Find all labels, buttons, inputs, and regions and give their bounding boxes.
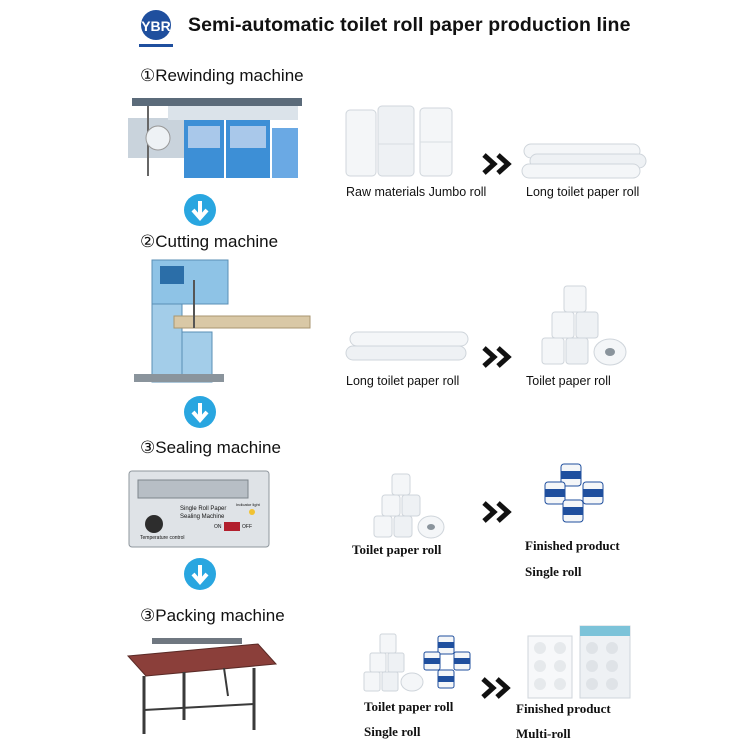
arrow-down-icon bbox=[182, 556, 218, 592]
step-1-input-label: Raw materials Jumbo roll bbox=[346, 185, 487, 199]
machine-text: OFF bbox=[242, 524, 252, 530]
chevron-right-icon bbox=[481, 345, 515, 369]
machine-text: Indicator light bbox=[236, 502, 260, 507]
page-title: Semi-automatic toilet roll paper product… bbox=[188, 14, 631, 36]
logo-text: YBR bbox=[141, 18, 171, 34]
arrow-down-icon bbox=[182, 394, 218, 430]
step-4-input-label-1: Toilet paper roll bbox=[364, 699, 454, 714]
arrow-down-icon bbox=[182, 192, 218, 228]
chevron-right-icon bbox=[480, 676, 514, 700]
toilet-rolls-stack-image bbox=[370, 472, 448, 540]
machine-text: Single Roll Paper bbox=[180, 506, 227, 512]
chevron-right-icon bbox=[481, 152, 515, 176]
step-4-heading: ③Packing machine bbox=[140, 606, 285, 625]
step-2-output-label: Toilet paper roll bbox=[526, 374, 611, 388]
step-4-output-label-1: Finished product bbox=[516, 701, 611, 716]
rolls-and-wrapped-rolls-image bbox=[360, 632, 474, 694]
long-rolls-image bbox=[520, 140, 652, 182]
step-1-heading: ①Rewinding machine bbox=[140, 66, 304, 85]
step-4-output-label-2: Multi-roll bbox=[516, 726, 571, 741]
machine-text: Sealing Machine bbox=[180, 514, 225, 520]
step-2-heading: ②Cutting machine bbox=[140, 232, 279, 251]
step-3-output-label-1: Finished product bbox=[525, 538, 620, 553]
step-4-input-label-2: Single roll bbox=[364, 724, 421, 739]
band-saw-cutting-machine-image bbox=[134, 256, 312, 384]
step-3-heading: ③Sealing machine bbox=[140, 438, 281, 457]
machine-text: Temperature control bbox=[140, 535, 185, 541]
long-rolls-image bbox=[344, 330, 474, 364]
jumbo-rolls-image bbox=[344, 104, 456, 180]
multi-roll-packs-image bbox=[524, 620, 636, 700]
rewinding-machine-image bbox=[128, 88, 308, 184]
chevron-right-icon bbox=[481, 500, 515, 524]
machine-text: ON bbox=[214, 524, 222, 530]
step-1-output-label: Long toilet paper roll bbox=[526, 185, 640, 199]
wrapped-single-rolls-image bbox=[543, 462, 607, 526]
step-2-input-label: Long toilet paper roll bbox=[346, 374, 460, 388]
toilet-rolls-stack-image bbox=[538, 284, 630, 368]
sealing-machine-image: Single Roll Paper Sealing Machine Temper… bbox=[128, 470, 270, 548]
ybr-logo: YBR bbox=[133, 8, 179, 50]
step-3-input-label: Toilet paper roll bbox=[352, 542, 442, 557]
packing-machine-image bbox=[124, 630, 280, 738]
step-3-output-label-2: Single roll bbox=[525, 564, 582, 579]
